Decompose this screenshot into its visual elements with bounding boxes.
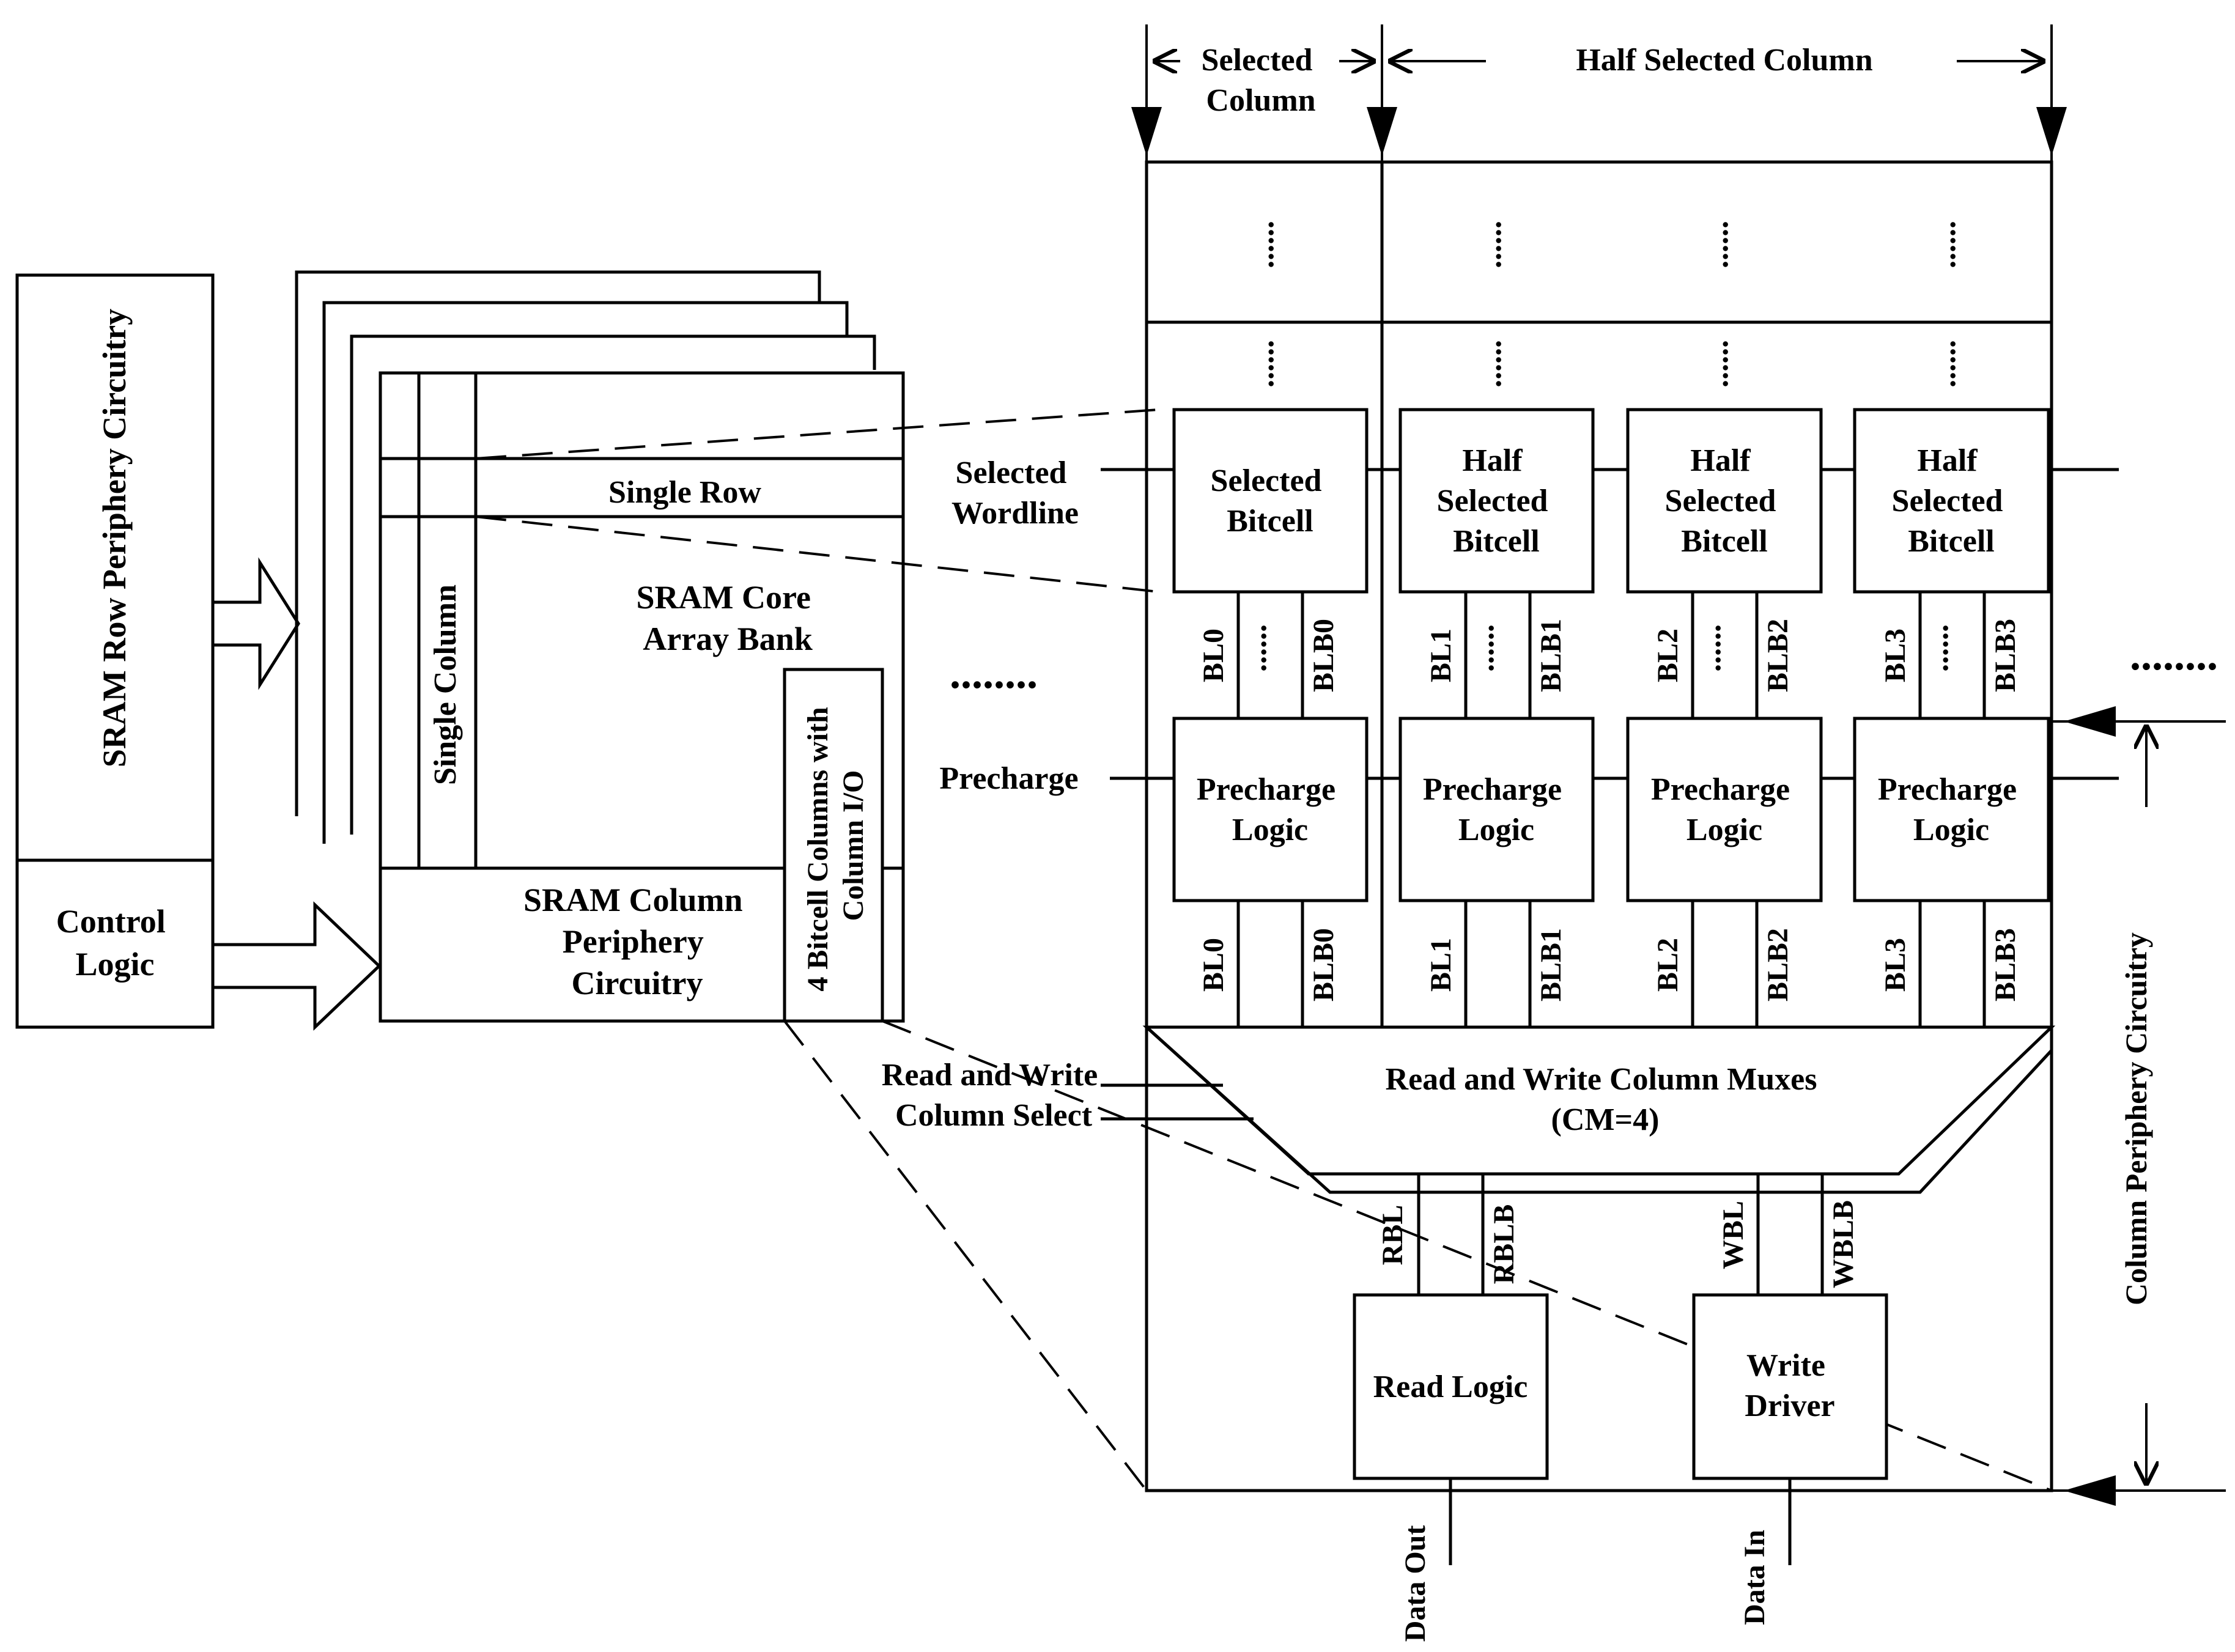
selected-column-label: Selected Column <box>1202 43 1321 118</box>
svg-text:......: ...... <box>1262 340 1296 388</box>
svg-text:BL1: BL1 <box>1425 938 1457 992</box>
core-array-bank-label: SRAM Core Array Bank <box>637 579 819 657</box>
top-column-arrows <box>1131 24 2067 162</box>
core-array-stack <box>295 270 905 1023</box>
svg-text:......: ...... <box>1489 340 1524 388</box>
svg-text:BLB1: BLB1 <box>1535 928 1567 1001</box>
row-periphery-label: SRAM Row Periphery Circuitry <box>96 309 133 767</box>
bitcell-column-3 <box>1853 408 2050 1027</box>
right-ellipsis: ........ <box>2130 630 2218 679</box>
write-driver-block <box>1692 1293 1888 1480</box>
rw-column-select-label: Read and Write Column Select <box>882 1058 1106 1133</box>
row-periphery-block <box>15 273 215 1029</box>
bitcell-column-1 <box>1398 408 1595 1027</box>
mux-label: Read and Write Column Muxes (CM=4) <box>1386 1062 1825 1137</box>
precharge-signal-label: Precharge <box>939 761 1078 796</box>
precharge-logic-1-label: Precharge Logic <box>1423 772 1570 847</box>
svg-text:BL2: BL2 <box>1652 938 1684 992</box>
data-out-label: Data Out <box>1399 1525 1432 1642</box>
svg-text:......: ...... <box>1943 340 1978 388</box>
svg-text:BL0: BL0 <box>1197 938 1230 992</box>
svg-text:BLB0: BLB0 <box>1307 619 1340 692</box>
svg-text:WBLB: WBLB <box>1827 1200 1860 1288</box>
svg-text:BL2: BL2 <box>1652 629 1684 682</box>
row-drive-arrow <box>211 557 300 690</box>
write-driver-label: Write Driver <box>1745 1348 1834 1423</box>
precharge-logic-0-label: Precharge Logic <box>1197 772 1343 847</box>
bitcell-column-0 <box>1172 408 1369 1027</box>
svg-text:......: ...... <box>1716 340 1751 388</box>
svg-text:......: ...... <box>1936 624 1971 672</box>
rw-bitline-labels: RBL RBLB WBL WBLB <box>1376 1200 1860 1288</box>
svg-text:BLB3: BLB3 <box>1989 928 2022 1001</box>
svg-text:BLB2: BLB2 <box>1762 928 1794 1001</box>
svg-text:BLB2: BLB2 <box>1762 619 1794 692</box>
svg-text:BLB1: BLB1 <box>1535 619 1567 692</box>
svg-text:......: ...... <box>1716 221 1751 268</box>
svg-text:......: ...... <box>1262 221 1296 268</box>
single-row-label: Single Row <box>608 475 761 510</box>
column-mux <box>1101 1025 2056 1194</box>
svg-text:......: ...... <box>1489 221 1524 268</box>
column-periphery-label: SRAM Column Periphery Circuitry <box>523 882 751 1001</box>
vertical-ellipses: ...... ...... ...... ...... ...... .....… <box>1254 221 1978 672</box>
precharge-logic-2-label: Precharge Logic <box>1651 772 1798 847</box>
svg-text:RBLB: RBLB <box>1488 1204 1520 1285</box>
svg-text:BL3: BL3 <box>1879 629 1912 682</box>
svg-text:BLB0: BLB0 <box>1307 928 1340 1001</box>
bitcell-column-2 <box>1626 408 1823 1027</box>
bitcell-columns-label: 4 Bitcell Columns with Column I/O <box>802 699 870 991</box>
precharge-logic-3-label: Precharge Logic <box>1878 772 2025 847</box>
half-selected-bitcell-2-label: Half Selected Bitcell <box>1665 443 1784 559</box>
half-selected-column-label: Half Selected Column <box>1576 43 1872 78</box>
svg-text:......: ...... <box>1482 624 1516 672</box>
column-frame <box>1145 160 2053 1492</box>
svg-text:WBL: WBL <box>1717 1201 1749 1269</box>
single-column-label: Single Column <box>428 584 463 785</box>
selected-wordline-label: Selected Wordline <box>951 455 1079 531</box>
selected-bitcell-label: Selected Bitcell <box>1211 463 1330 539</box>
svg-text:......: ...... <box>1709 624 1743 672</box>
svg-text:BL0: BL0 <box>1197 629 1230 682</box>
left-ellipsis: ........ <box>950 649 1038 698</box>
column-periphery-marker <box>2052 706 2226 1506</box>
bitline-labels: BL0 BLB0 BL1 BLB1 BL2 BLB2 BL3 BLB3 BL0 … <box>1197 619 2022 1001</box>
control-drive-arrow <box>211 901 382 1031</box>
svg-text:......: ...... <box>1943 221 1978 268</box>
half-selected-bitcell-1-label: Half Selected Bitcell <box>1437 443 1556 559</box>
read-logic-label: Read Logic <box>1373 1370 1528 1404</box>
svg-text:BL3: BL3 <box>1879 938 1912 992</box>
data-in-label: Data In <box>1738 1530 1771 1625</box>
control-logic-label: Control Logic <box>56 903 174 983</box>
half-selected-bitcell-3-label: Half Selected Bitcell <box>1892 443 2011 559</box>
column-periphery-circuitry-label: Column Periphery Circuitry <box>2119 932 2153 1305</box>
svg-text:......: ...... <box>1254 624 1289 672</box>
rw-bitlines <box>1417 1174 1824 1295</box>
svg-text:BLB3: BLB3 <box>1989 619 2022 692</box>
svg-text:BL1: BL1 <box>1425 629 1457 682</box>
svg-text:RBL: RBL <box>1376 1205 1409 1266</box>
